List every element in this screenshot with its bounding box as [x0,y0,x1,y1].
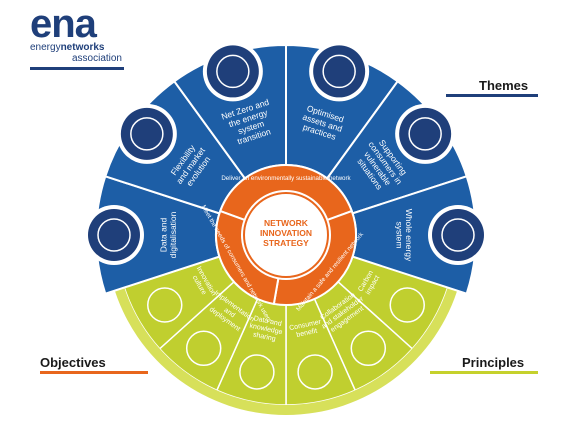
people-network-icon [350,330,387,367]
theme-label: Data anddigitalisation [158,211,178,258]
logo-line-2: association [71,53,122,64]
upload-screen-icon [239,354,275,390]
theme-icon-glyph [322,54,356,89]
theme-icon-glyph [97,218,131,252]
theme-icon-glyph [408,117,442,151]
consumer-icon [297,354,333,390]
objective-label: Deliver an environmentally sustainable n… [221,175,351,182]
objective-segment [215,209,280,306]
net-zero-graph-icon [206,45,259,98]
balance-scale-icon [120,107,173,160]
data-digitalisation-icon [88,209,140,261]
logo-line-1-prefix: energy [30,42,61,53]
principles-outer-band [112,281,460,415]
principle-label-line: benefit [296,328,318,339]
objective-segment [272,209,357,306]
theme-label-line: system [394,222,404,249]
gear-arrow-icon [313,45,366,98]
principle-label-line: sharing [252,331,276,343]
center-title-line: NETWORK [264,218,309,228]
theme-icon-glyph [216,54,250,89]
center-disc [243,192,329,278]
house-people-icon [399,107,452,160]
center-title-line: STRATEGY [263,238,309,248]
head-gear-icon [147,287,183,323]
logo-mark: ena [30,2,97,46]
theme-label-line: Data and [158,217,168,252]
theme-icon-glyph [130,117,164,151]
theme-label-line: Whole energy [404,209,414,262]
co2-icon [389,287,425,323]
logo-line-1-bold: networks [60,42,105,53]
network-nodes-icon [432,209,484,261]
principles-label: Principles [462,355,525,370]
logo-line-1: energynetworks [30,42,130,53]
theme-label: Whole energysystem [394,209,414,262]
themes-underline [446,94,538,97]
objective-segment [218,164,354,222]
principles-underline [430,371,538,374]
themes-label: Themes [479,78,529,93]
theme-icon-glyph [441,218,475,252]
ena-logo: ena energynetworks association [30,4,130,72]
theme-label-line: digitalisation [168,211,178,258]
gears-screen-icon [185,330,222,367]
center-title-line: INNOVATION [260,228,312,238]
objectives-underline [40,371,148,374]
objectives-label: Objectives [40,355,106,370]
logo-underline [30,67,124,70]
